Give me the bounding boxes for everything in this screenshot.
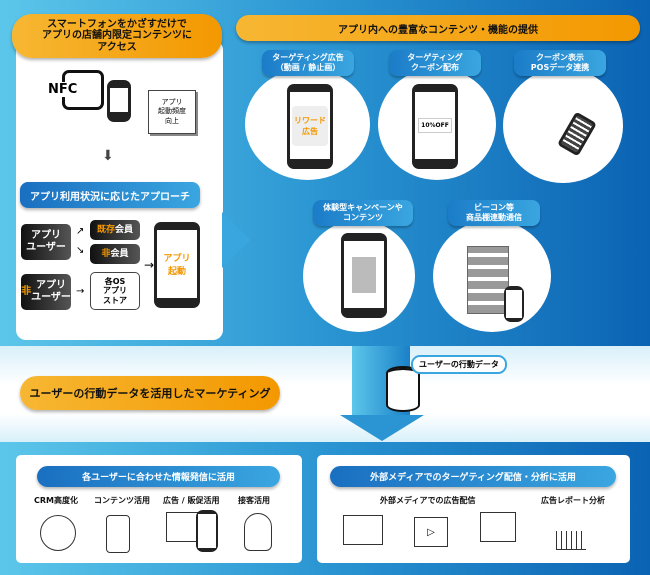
- smartphone-hand-icon: [107, 80, 131, 122]
- down-arrow-head: [340, 415, 424, 441]
- content-item-circle: [503, 68, 623, 183]
- reward-ad-phone: リワード 広告: [287, 84, 333, 169]
- content-item-label: ターゲティング広告 （動画 / 静止画）: [262, 50, 354, 76]
- coupon-phone: 10%OFF: [412, 84, 458, 169]
- external-ad-label: 外部メディアでの広告配信: [380, 496, 476, 505]
- beacon-phone-icon: [504, 286, 524, 322]
- right-panel-header: アプリ内への豊富なコンテンツ・機能の提供: [236, 15, 640, 41]
- non-app-user-box: 非アプリ ユーザー: [21, 274, 71, 310]
- operator-headset-icon: [244, 513, 272, 551]
- globe-network-icon: [40, 515, 76, 551]
- arrow-down-right-icon: ↘: [76, 245, 85, 256]
- content-item-label: クーポン表示 POSデータ連携: [514, 50, 606, 76]
- content-item-label: ビーコン等 商品棚連動通信: [448, 200, 540, 226]
- devices-cart-icon: [343, 515, 383, 545]
- content-item-label: ターゲティング クーポン配布: [389, 50, 481, 76]
- ad-report-label: 広告レポート分析: [541, 496, 605, 505]
- cart-phone-icon: [196, 510, 218, 552]
- non-member-box: 非会員: [90, 244, 140, 264]
- video-play-icon: ▷: [414, 517, 448, 547]
- marketing-title: ユーザーの行動データを活用したマーケティング: [20, 376, 280, 410]
- content-item-label: 体験型キャンペーンや コンテンツ: [313, 200, 413, 226]
- app-launch-phone: アプリ 起動: [154, 222, 200, 308]
- crm-label: CRM高度化: [34, 496, 78, 505]
- web-cart-icon: [166, 512, 200, 542]
- approach-title: アプリ利用状況に応じたアプローチ: [20, 182, 200, 208]
- app-store-box: 各OS アプリ ストア: [90, 272, 140, 310]
- big-right-arrow-icon: [222, 212, 250, 268]
- app-user-box: アプリ ユーザー: [21, 224, 71, 260]
- customer-service-label: 接客活用: [238, 496, 270, 505]
- ad-promo-label: 広告 / 販促活用: [163, 496, 220, 505]
- mail-phone-icon: [106, 515, 130, 553]
- arrow-right-icon: →: [144, 258, 155, 272]
- store-shelf-icon: [467, 246, 509, 314]
- campaign-phone: [341, 233, 387, 318]
- left-panel-header: スマートフォンをかざすだけで アプリの店舗内限定コンテンツに アクセス: [12, 14, 222, 58]
- report-chart-icon: [556, 512, 586, 550]
- existing-member-box: 既存会員: [90, 220, 140, 240]
- multi-device-icon: [480, 512, 516, 542]
- database-icon: [386, 366, 420, 412]
- bottom-right-title: 外部メディアでのターゲティング配信・分析に活用: [330, 466, 616, 487]
- nfc-label: NFC: [46, 82, 80, 97]
- db-label: ユーザーの行動データ: [411, 355, 507, 374]
- bottom-left-title: 各ユーザーに合わせた情報発信に活用: [37, 466, 280, 487]
- arrow-right-icon: →: [76, 286, 85, 297]
- arrow-up-right-icon: ↗: [76, 226, 85, 237]
- down-arrow-icon: ⬇: [102, 148, 114, 164]
- note-card: アプリ 起動頻度 向上: [148, 90, 196, 134]
- content-use-label: コンテンツ活用: [94, 496, 150, 505]
- note-text: アプリ 起動頻度 向上: [158, 98, 186, 125]
